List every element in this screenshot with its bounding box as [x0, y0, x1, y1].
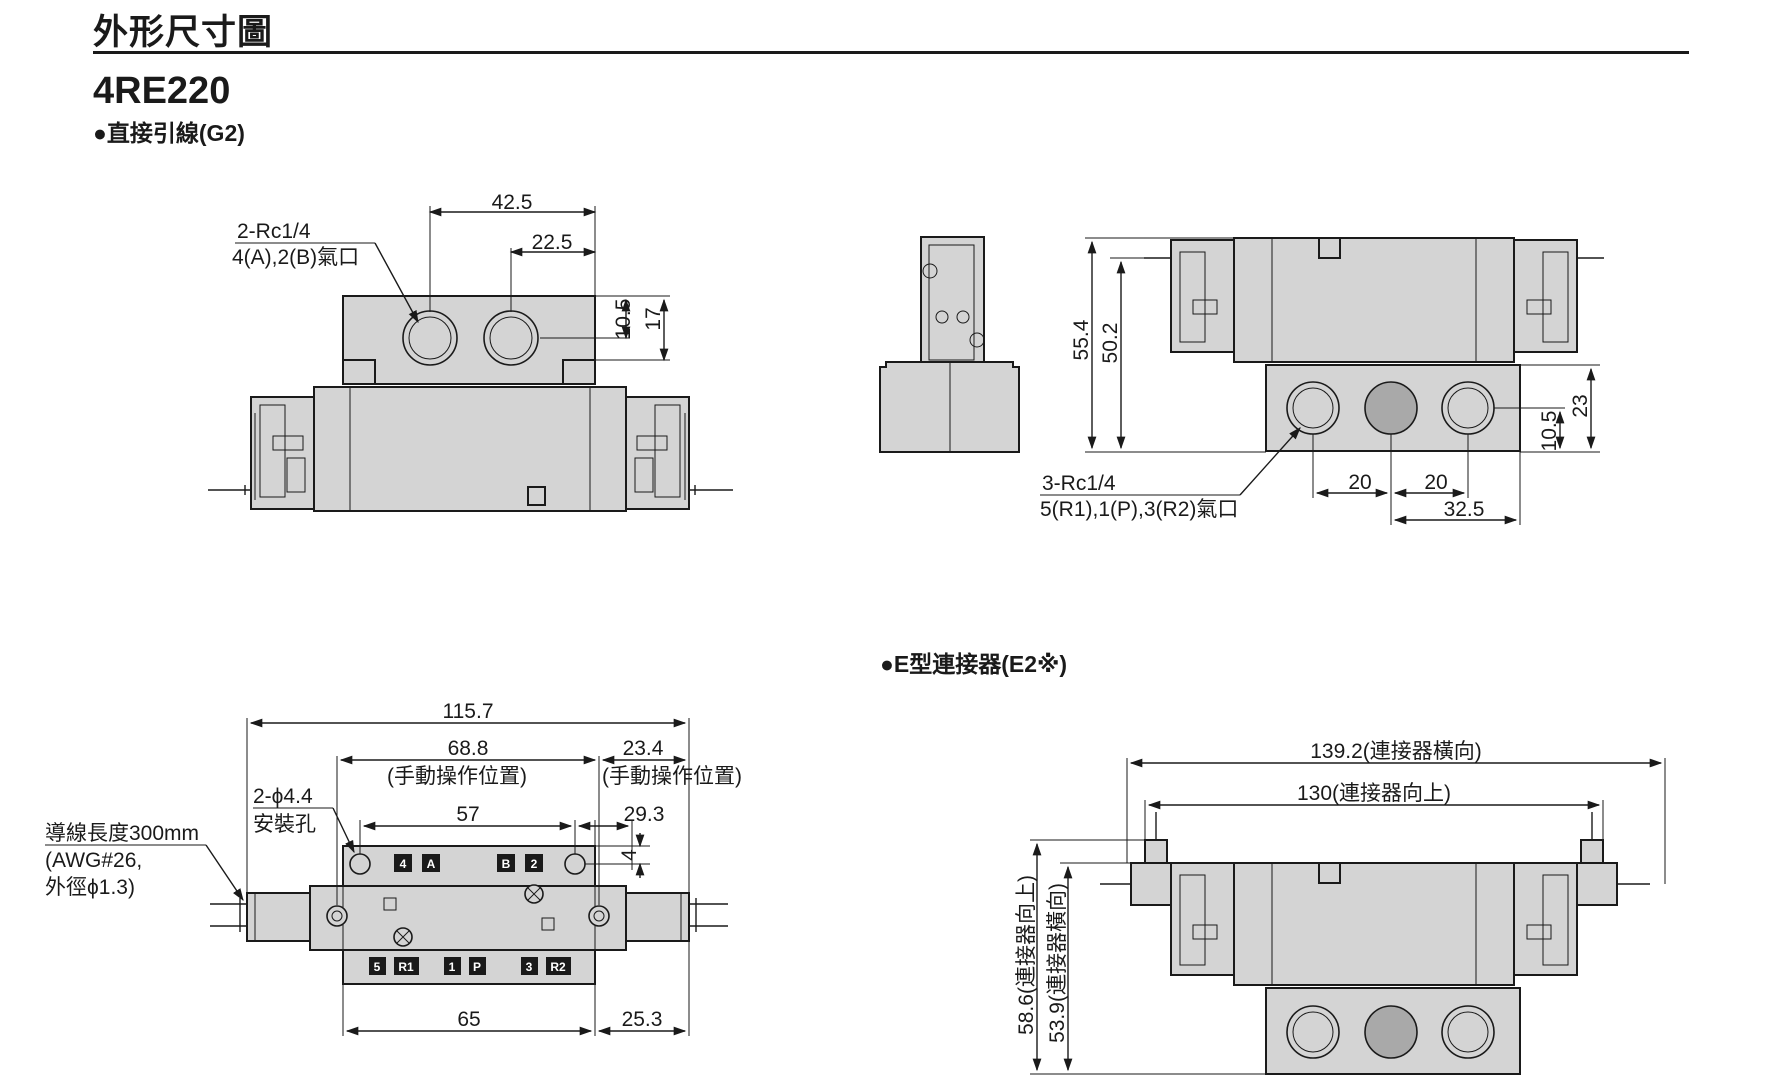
side-view: 55.4 50.2 23 10.5 20 20 32.5 3-Rc1/4 5(R…	[1040, 237, 1604, 525]
mount-hole-label-2: 安裝孔	[253, 813, 316, 836]
svg-text:3: 3	[526, 960, 533, 974]
dim-23-label: 23	[1569, 394, 1592, 417]
bottom-valve-body	[309, 885, 627, 951]
port-block-foot-left	[342, 359, 376, 385]
e-connector-right	[1576, 862, 1618, 906]
dim-20b-label: 20	[1424, 471, 1447, 494]
port-2b	[483, 310, 539, 366]
wire-diameter-label: 外徑ϕ1.3)	[45, 876, 135, 899]
svg-text:5: 5	[374, 960, 381, 974]
port-4a	[402, 310, 458, 366]
conn-solenoid-right	[1513, 862, 1578, 976]
mount-hole-right	[564, 853, 586, 875]
manual-override-left	[326, 905, 348, 927]
svg-text:R1: R1	[398, 960, 414, 974]
dim-4-label: 4	[618, 849, 641, 861]
port-1p-silencer	[1364, 381, 1418, 435]
dim-53-9-label: 53.9(連接器橫向)	[1046, 883, 1069, 1043]
page-title: 外形尺寸圖	[93, 13, 274, 52]
port-3r2	[1441, 381, 1495, 435]
conn-solenoid-left	[1170, 862, 1235, 976]
dim-68-8-label: 68.8	[448, 737, 489, 760]
port-label-3-rc: 3-Rc1/4	[1042, 472, 1116, 495]
top-view: 42.5 22.5 10.5 17 2-Rc1/4 4(A),2(B)氣口	[208, 191, 733, 512]
end-view	[879, 236, 1020, 453]
port-block-foot-right	[562, 359, 596, 385]
port-label-5r1-1p-3r2: 5(R1),1(P),3(R2)氣口	[1040, 498, 1238, 521]
port-tags-bottom: 5 R1 1 P 3 R2	[369, 957, 571, 975]
manual-override-label-2: (手動操作位置)	[602, 765, 742, 788]
bottom-solenoid-right	[625, 892, 690, 942]
dim-10-5-label: 10.5	[612, 299, 635, 340]
side-solenoid-right	[1513, 239, 1578, 353]
side-valve-body	[1233, 237, 1515, 363]
bottom-solenoid-left	[246, 892, 311, 942]
valve-body	[313, 386, 627, 512]
dim-55-4-label: 55.4	[1070, 319, 1093, 360]
section-direct-wire: ●直接引線(G2)	[93, 120, 245, 146]
solenoid-left	[250, 396, 315, 510]
dim-139-2-label: 139.2(連接器橫向)	[1310, 740, 1482, 763]
port-block	[342, 295, 596, 385]
dim-65-label: 65	[457, 1008, 480, 1031]
wire-length-label: 導線長度300mm	[45, 822, 199, 845]
dim-130-label: 130(連接器向上)	[1297, 782, 1451, 805]
title-rule	[93, 51, 1689, 54]
e-connector-top-left	[1144, 839, 1168, 864]
dim-20a-label: 20	[1348, 471, 1371, 494]
port-label-2-rc: 2-Rc1/4	[237, 220, 311, 243]
dim-57-label: 57	[456, 803, 479, 826]
manual-override-label-1: (手動操作位置)	[387, 765, 527, 788]
wire-awg-label: (AWG#26,	[45, 849, 142, 872]
svg-text:P: P	[473, 960, 481, 974]
end-solenoid	[920, 236, 985, 368]
port-5r1	[1286, 381, 1340, 435]
svg-text:R2: R2	[550, 960, 566, 974]
dim-50-2-label: 50.2	[1099, 323, 1122, 364]
manual-override-right	[588, 905, 610, 927]
mount-hole-left	[349, 853, 371, 875]
bottom-view: 4 A B 2 5 R1 1 P 3 R2	[45, 700, 742, 1036]
dim-10-5-side-label: 10.5	[1538, 411, 1561, 452]
dim-23-4-label: 23.4	[623, 737, 664, 760]
dim-25-3-label: 25.3	[622, 1008, 663, 1031]
svg-text:2: 2	[531, 857, 538, 871]
section-e-connector: ●E型連接器(E2※)	[880, 651, 1068, 677]
port-label-4a-2b: 4(A),2(B)氣口	[232, 246, 359, 269]
e-connector-top-right	[1580, 839, 1604, 864]
e-connector-left	[1130, 862, 1172, 906]
svg-text:4: 4	[400, 857, 407, 871]
model-number: 4RE220	[93, 70, 231, 112]
dim-58-6-label: 58.6(連接器向上)	[1015, 875, 1038, 1035]
dim-115-7-label: 115.7	[443, 700, 494, 723]
dim-29-3-label: 29.3	[624, 803, 665, 826]
dim-32-5-label: 32.5	[1444, 498, 1485, 521]
dim-42-5-label: 42.5	[492, 191, 533, 214]
connector-view: 139.2(連接器橫向) 130(連接器向上) 58.6(連接器向上) 53.9…	[1015, 740, 1666, 1075]
svg-text:1: 1	[449, 960, 456, 974]
port-tags-top: 4 A B 2	[394, 854, 543, 872]
conn-valve-body	[1233, 862, 1515, 986]
mount-hole-label-1: 2-ϕ4.4	[253, 785, 313, 808]
dim-22-5-label: 22.5	[532, 231, 573, 254]
svg-text:B: B	[502, 857, 511, 871]
side-solenoid-left	[1170, 239, 1235, 353]
svg-text:A: A	[427, 857, 436, 871]
dim-17-label: 17	[642, 307, 665, 330]
solenoid-right	[625, 396, 690, 510]
